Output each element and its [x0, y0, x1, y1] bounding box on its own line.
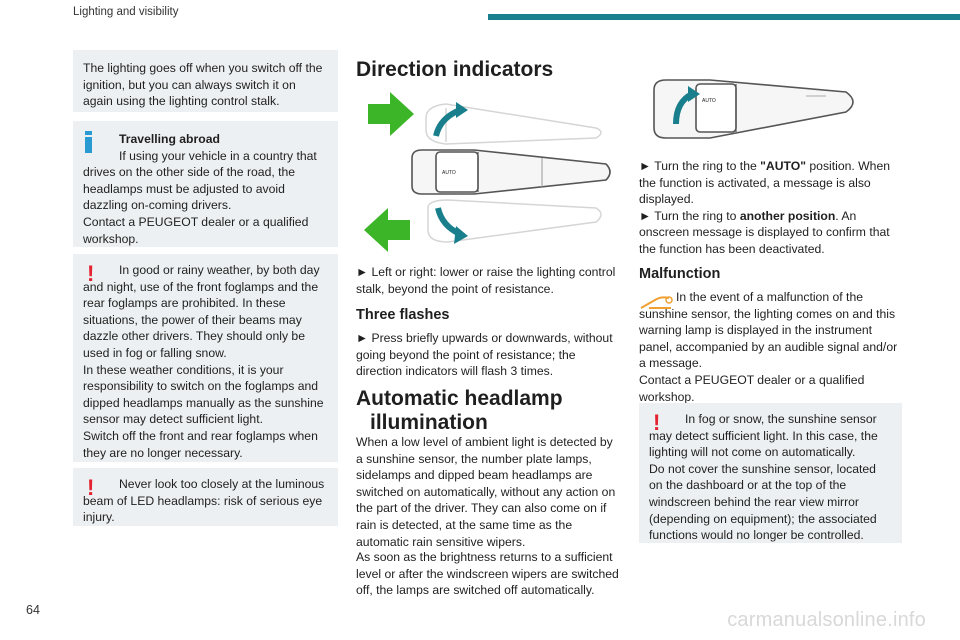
watermark: carmanualsonline.info: [727, 609, 926, 631]
arrow-up-right-icon: [368, 92, 414, 136]
bullet-three-flashes: ► Press briefly upwards or downwards, wi…: [356, 331, 613, 379]
note-box-lighting-off: The lighting goes off when you switch of…: [73, 50, 338, 112]
warning-text-3: Switch off the front and rear foglamps w…: [83, 428, 318, 460]
stalk-main: [411, 149, 611, 195]
info-contact: Contact a PEUGEOT dealer or a qualified …: [83, 214, 309, 246]
stalk-auto-label: AUTO: [442, 170, 456, 176]
info-body: If using your vehicle in a country that …: [83, 148, 317, 213]
page-number: 64: [26, 603, 40, 617]
note-text: The lighting goes off when you switch of…: [83, 61, 323, 109]
info-title: Travelling abroad: [119, 132, 220, 146]
bullet-turn-auto: ► Turn the ring to the "AUTO" position. …: [639, 158, 902, 258]
stalk-upper: [425, 103, 602, 145]
stalk-lower: [427, 199, 602, 243]
warning-icon: !: [87, 261, 95, 286]
section-title: Lighting and visibility: [73, 6, 179, 18]
direction-indicator-diagram: AUTO: [364, 92, 611, 252]
warning-box-led: ! Never look too closely at the luminous…: [73, 468, 338, 526]
bullet-bold: another position: [739, 208, 836, 223]
warning-icon: !: [653, 410, 661, 435]
info-box-travelling-abroad: Travelling abroad If using your vehicle …: [73, 121, 338, 247]
heading-line-1: Automatic headlamp: [356, 387, 563, 410]
auto-ring-diagram: AUTO: [653, 79, 854, 139]
warning-text-1: In good or rainy weather, by both day an…: [83, 263, 320, 360]
warning-box-fog-snow: ! In fog or snow, the sunshine sensor ma…: [639, 403, 902, 543]
malfunction-para-1: In the event of a malfunction of the sun…: [639, 290, 898, 371]
warning-text-2: In these weather conditions, it is your …: [83, 362, 324, 427]
bullet-text: . An onscreen message is displayed to co…: [639, 208, 890, 256]
heading-automatic-headlamp: Automatic headlamp illumination: [356, 387, 621, 435]
subheading-malfunction: Malfunction: [639, 266, 721, 282]
ring-auto-label: AUTO: [702, 98, 716, 104]
heading-direction-indicators: Direction indicators: [356, 58, 554, 81]
bullet-text: position. When the function is activated…: [639, 159, 891, 207]
warning-icon: !: [87, 475, 95, 500]
malfunction-para-2: Contact a PEUGEOT dealer or a qualified …: [639, 373, 865, 404]
bullet-bold: "AUTO": [760, 159, 807, 173]
bullet-left-right: ► Left or right: lower or raise the ligh…: [356, 265, 616, 296]
auto-headlamp-warning-lamp-icon: [640, 296, 673, 309]
warning-text-1: In fog or snow, the sunshine sensor may …: [649, 412, 878, 460]
bullet-text: ► Turn the ring to: [639, 208, 740, 223]
subheading-three-flashes: Three flashes: [356, 307, 450, 323]
warning-text: Never look too closely at the luminous b…: [83, 477, 325, 525]
heading-line-2: illumination: [370, 411, 488, 434]
header-accent-bar: [488, 14, 960, 20]
warning-text-2: Do not cover the sunshine sensor, locate…: [649, 461, 877, 543]
bullet-text: ► Turn the ring to the: [639, 159, 761, 173]
info-icon: [85, 131, 93, 153]
arrow-down-left-icon: [364, 208, 410, 252]
auto-headlamp-para-2: As soon as the brightness returns to a s…: [356, 550, 619, 598]
warning-box-foglamps: ! In good or rainy weather, by both day …: [73, 254, 338, 462]
auto-headlamp-para-1: When a low level of ambient light is det…: [356, 435, 616, 549]
